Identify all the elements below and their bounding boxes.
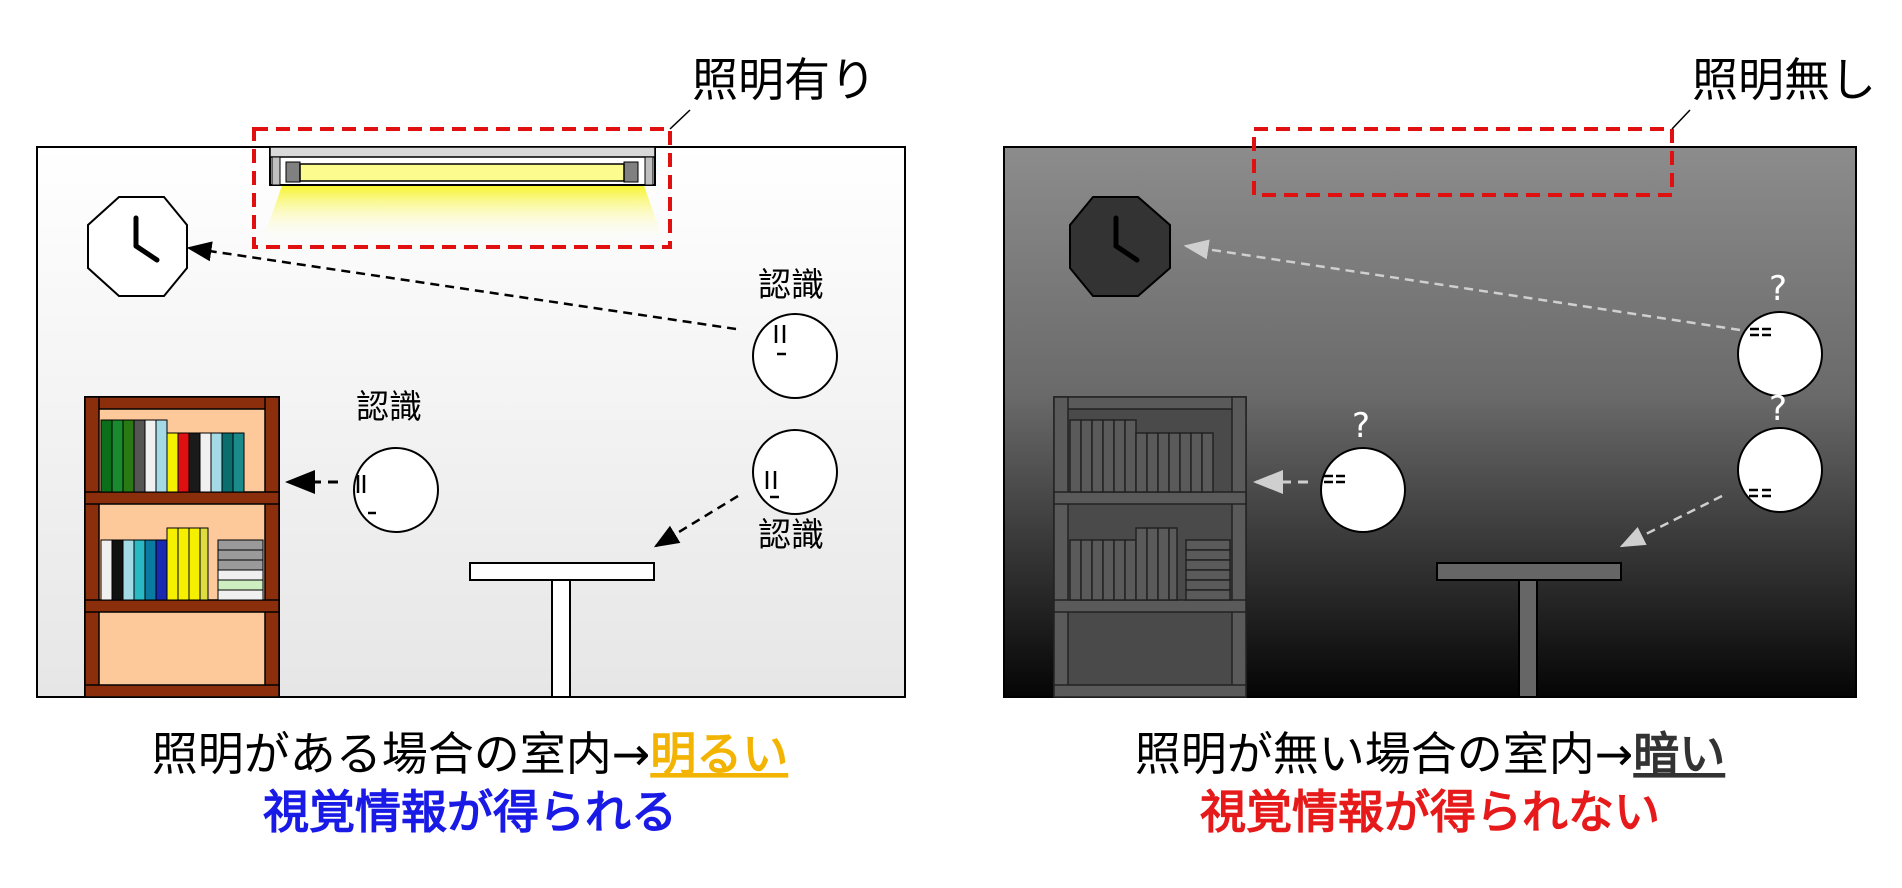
caption-emphasis-bright: 明るい (650, 727, 788, 781)
callout-leader (669, 109, 691, 130)
sight-arrow (1183, 239, 1741, 332)
recognize-label: 認識 (758, 265, 824, 304)
observer-face (752, 429, 838, 515)
clock-icon (1069, 196, 1171, 297)
observer-face (1737, 427, 1823, 513)
unknown-mark: ? (1769, 269, 1787, 309)
callout-leader (1671, 109, 1691, 130)
observer-face (752, 313, 838, 399)
table-icon (1436, 562, 1622, 698)
callout-label-dark: 照明無し (1692, 53, 1876, 107)
bookshelf-icon (1053, 396, 1247, 698)
lit-room-panel: 照明有り (36, 53, 906, 698)
caption-result-positive: 視覚情報が得られる (263, 785, 677, 839)
unknown-mark: ? (1769, 389, 1787, 429)
recognize-label: 認識 (356, 387, 422, 426)
light-callout-box (252, 127, 672, 249)
ceiling-light-icon (269, 146, 656, 186)
bookshelf-icon (84, 396, 280, 698)
svg-text:照明が無い場合の室内→暗い: 照明が無い場合の室内→暗い (1135, 727, 1726, 781)
sight-arrow (653, 494, 739, 548)
svg-text:照明がある場合の室内→明るい: 照明がある場合の室内→明るい (152, 727, 789, 781)
table-icon (469, 562, 655, 698)
dark-room-panel: 照明無し (1003, 53, 1876, 698)
caption-left: 照明がある場合の室内→明るい 視覚情報が得られる (152, 727, 789, 839)
clock-icon (87, 196, 188, 297)
sight-arrow (1619, 494, 1723, 548)
caption-prefix: 照明が無い場合の室内→ (1135, 727, 1634, 781)
light-beam (262, 180, 664, 242)
observer-face (1320, 447, 1406, 533)
observer-face (353, 447, 439, 533)
caption-result-negative: 視覚情報が得られない (1200, 785, 1660, 839)
recognize-label: 認識 (758, 515, 824, 554)
unknown-mark: ? (1352, 406, 1370, 446)
caption-prefix: 照明がある場合の室内→ (152, 727, 651, 781)
observer-face (1737, 311, 1823, 397)
no-light-callout-box (1252, 127, 1674, 197)
sight-arrow (186, 241, 737, 331)
caption-emphasis-dark: 暗い (1633, 727, 1725, 781)
callout-label-lit: 照明有り (692, 53, 876, 107)
caption-right: 照明が無い場合の室内→暗い 視覚情報が得られない (1135, 727, 1726, 839)
